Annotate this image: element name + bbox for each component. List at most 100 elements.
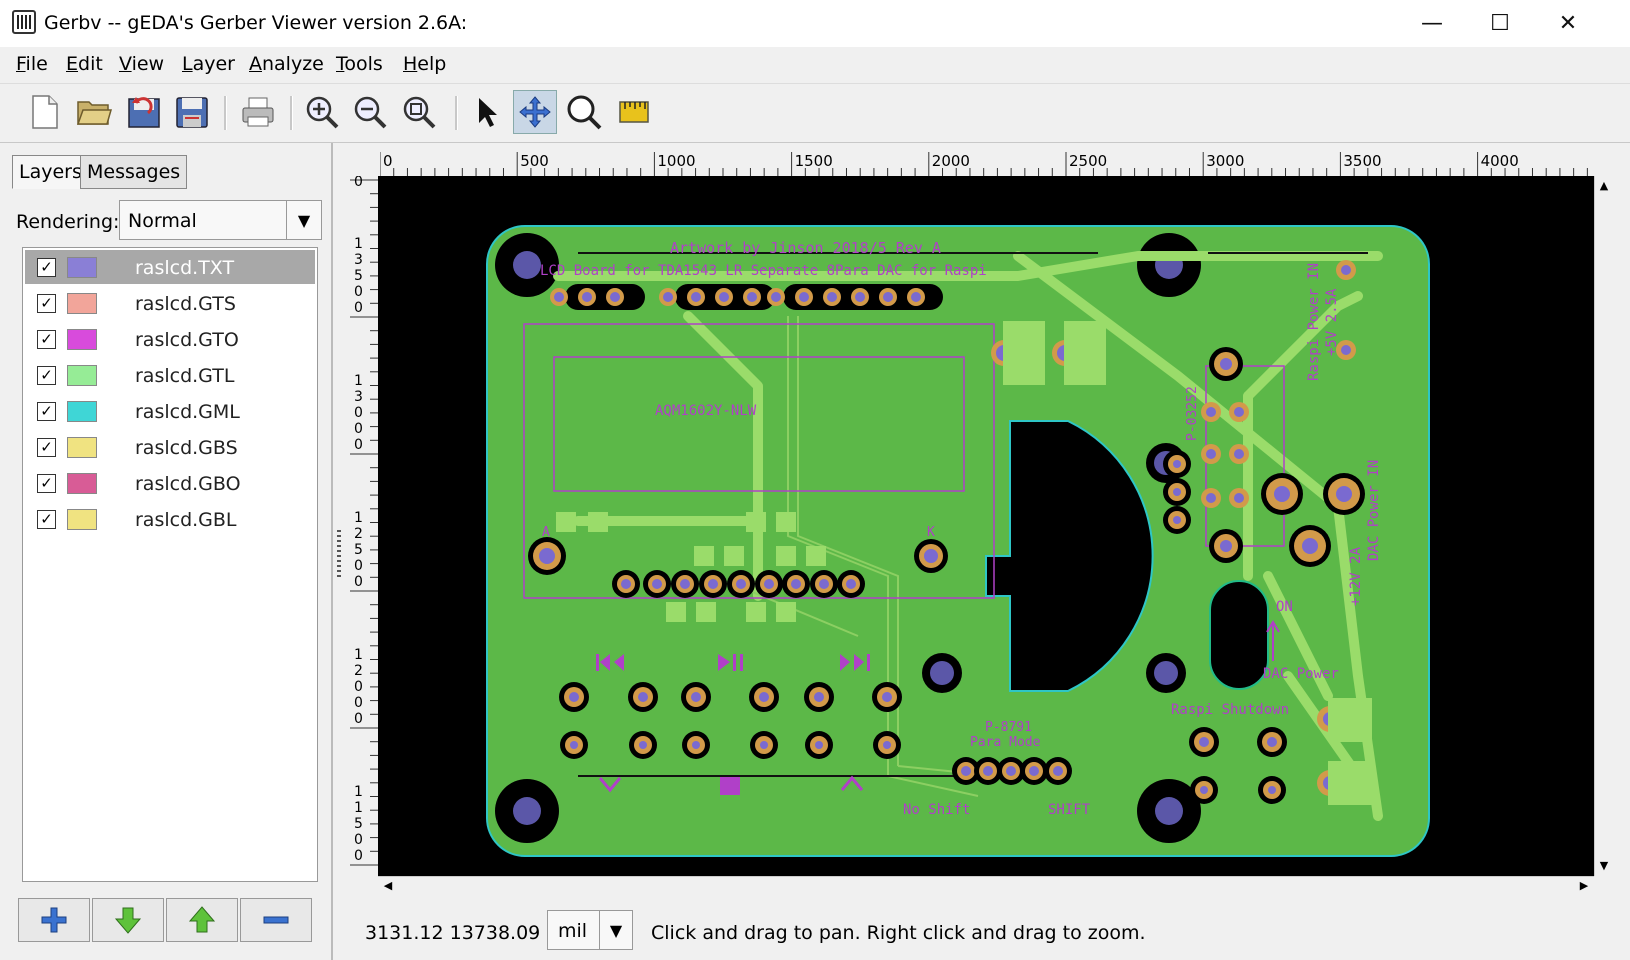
layer-color-swatch[interactable] [67, 329, 97, 350]
menu-help[interactable]: Help [403, 53, 446, 75]
layer-color-swatch[interactable] [67, 509, 97, 530]
layer-visibility-checkbox[interactable]: ✓ [37, 330, 56, 349]
menu-edit[interactable]: Edit [66, 53, 103, 75]
menu-tools[interactable]: Tools [336, 53, 383, 75]
layer-visibility-checkbox[interactable]: ✓ [37, 258, 56, 277]
horizontal-scrollbar[interactable]: ◀ ▶ [378, 876, 1594, 895]
rendering-label: Rendering: [16, 211, 120, 233]
tab-messages[interactable]: Messages [80, 155, 188, 189]
maximize-button[interactable]: ☐ [1466, 0, 1534, 47]
connector-part-text: P-8791 [985, 720, 1032, 735]
layer-color-swatch[interactable] [67, 257, 97, 278]
pad-hole [799, 292, 809, 302]
pad-hole [554, 292, 564, 302]
pad-hole [846, 579, 856, 589]
pad-hole [1274, 486, 1290, 502]
pad-hole [1268, 786, 1276, 794]
layer-color-swatch[interactable] [67, 473, 97, 494]
print-button[interactable] [236, 90, 280, 134]
zoom-region-button[interactable] [562, 90, 606, 134]
layer-name: raslcd.GBO [135, 473, 241, 495]
zoom-fit-button[interactable] [397, 90, 441, 134]
zoom-in-button[interactable] [300, 90, 344, 134]
tab-layers[interactable]: Layers [12, 155, 89, 189]
on-arrow-icon [1266, 620, 1280, 661]
pan-tool-button[interactable] [513, 90, 557, 134]
previous-track-icon [596, 654, 624, 671]
connector-code-text: P-03252 [1185, 386, 1200, 441]
measure-icon [619, 101, 649, 123]
gerber-canvas[interactable]: Artwork by Jinson 2018/5 Rev A LCD Board… [378, 176, 1594, 876]
menu-layer[interactable]: Layer [182, 53, 235, 75]
layer-color-swatch[interactable] [67, 293, 97, 314]
save-button[interactable] [170, 90, 214, 134]
menu-file[interactable]: File [16, 53, 48, 75]
ruler-label: 2000 [932, 152, 970, 170]
move-layer-up-button[interactable] [166, 898, 238, 942]
pad-hole [924, 549, 938, 563]
pad-hole [1220, 540, 1232, 552]
layer-color-swatch[interactable] [67, 401, 97, 422]
menu-help-label: elp [417, 53, 447, 75]
gerbv-app-icon [12, 10, 36, 34]
scroll-up-icon[interactable]: ▲ [1599, 179, 1609, 192]
layer-row[interactable]: ✓raslcd.TXT [25, 250, 315, 284]
scroll-right-icon[interactable]: ▶ [1579, 879, 1589, 892]
move-down-icon [114, 907, 142, 934]
led-anode-text: A [542, 525, 550, 540]
new-file-button[interactable] [22, 90, 66, 134]
vertical-scrollbar[interactable]: ▲ ▼ [1594, 176, 1613, 876]
layer-row[interactable]: ✓raslcd.GTO [25, 322, 315, 356]
layer-visibility-checkbox[interactable]: ✓ [37, 510, 56, 529]
layer-row[interactable]: ✓raslcd.GTL [25, 358, 315, 392]
pad-hole [582, 292, 592, 302]
zoom-out-button[interactable] [348, 90, 392, 134]
rendering-select[interactable]: Normal ▼ [119, 200, 322, 240]
revert-button[interactable] [122, 90, 166, 134]
layer-visibility-checkbox[interactable]: ✓ [37, 294, 56, 313]
pad-hole [719, 292, 729, 302]
layer-row[interactable]: ✓raslcd.GBL [25, 502, 315, 536]
unit-select[interactable]: mil ▼ [547, 910, 633, 950]
unit-value: mil [558, 920, 588, 942]
pad-hole [1206, 493, 1216, 503]
layer-row[interactable]: ✓ raslcd.GBO [25, 466, 315, 500]
minimize-button[interactable]: — [1398, 0, 1466, 47]
layer-visibility-checkbox[interactable]: ✓ [37, 366, 56, 385]
layer-row[interactable]: ✓raslcd.GML [25, 394, 315, 428]
pad-hole [1206, 407, 1216, 417]
scroll-down-icon[interactable]: ▼ [1599, 859, 1609, 872]
next-track-icon [840, 654, 870, 671]
scroll-left-icon[interactable]: ◀ [383, 879, 393, 892]
menu-analyze-mnemonic: A [249, 53, 262, 75]
slot-hole [1209, 580, 1269, 690]
pad-hole [692, 741, 700, 749]
layer-row[interactable]: ✓raslcd.GBS [25, 430, 315, 464]
pad-hole [1234, 493, 1244, 503]
layer-visibility-checkbox[interactable]: ✓ [37, 474, 56, 493]
layer-visibility-checkbox[interactable]: ✓ [37, 438, 56, 457]
move-layer-down-button[interactable] [92, 898, 164, 942]
layer-color-swatch[interactable] [67, 437, 97, 458]
raspi-shutdown-text: Raspi Shutdown [1171, 702, 1289, 718]
dac-power-in-text: DAC Power IN [1366, 460, 1382, 561]
layer-color-swatch[interactable] [67, 365, 97, 386]
pad-hole [882, 692, 892, 702]
add-layer-button[interactable] [18, 898, 90, 942]
rendering-value: Normal [128, 210, 197, 232]
measure-tool-button[interactable] [612, 90, 656, 134]
remove-layer-button[interactable] [240, 898, 312, 942]
close-button[interactable]: ✕ [1534, 0, 1602, 47]
menu-view[interactable]: View [119, 53, 164, 75]
layer-visibility-checkbox[interactable]: ✓ [37, 402, 56, 421]
panel-splitter[interactable] [337, 530, 341, 580]
pan-icon [519, 96, 551, 128]
menu-analyze[interactable]: Analyze [249, 53, 324, 75]
open-button[interactable] [72, 90, 116, 134]
dac-power-text: DAC Power [1263, 666, 1339, 682]
pointer-tool-button[interactable] [464, 90, 508, 134]
menu-view-mnemonic: V [119, 53, 132, 75]
layer-row[interactable]: ✓raslcd.GTS [25, 286, 315, 320]
power-12v-text: +12V 2A [1348, 546, 1364, 606]
